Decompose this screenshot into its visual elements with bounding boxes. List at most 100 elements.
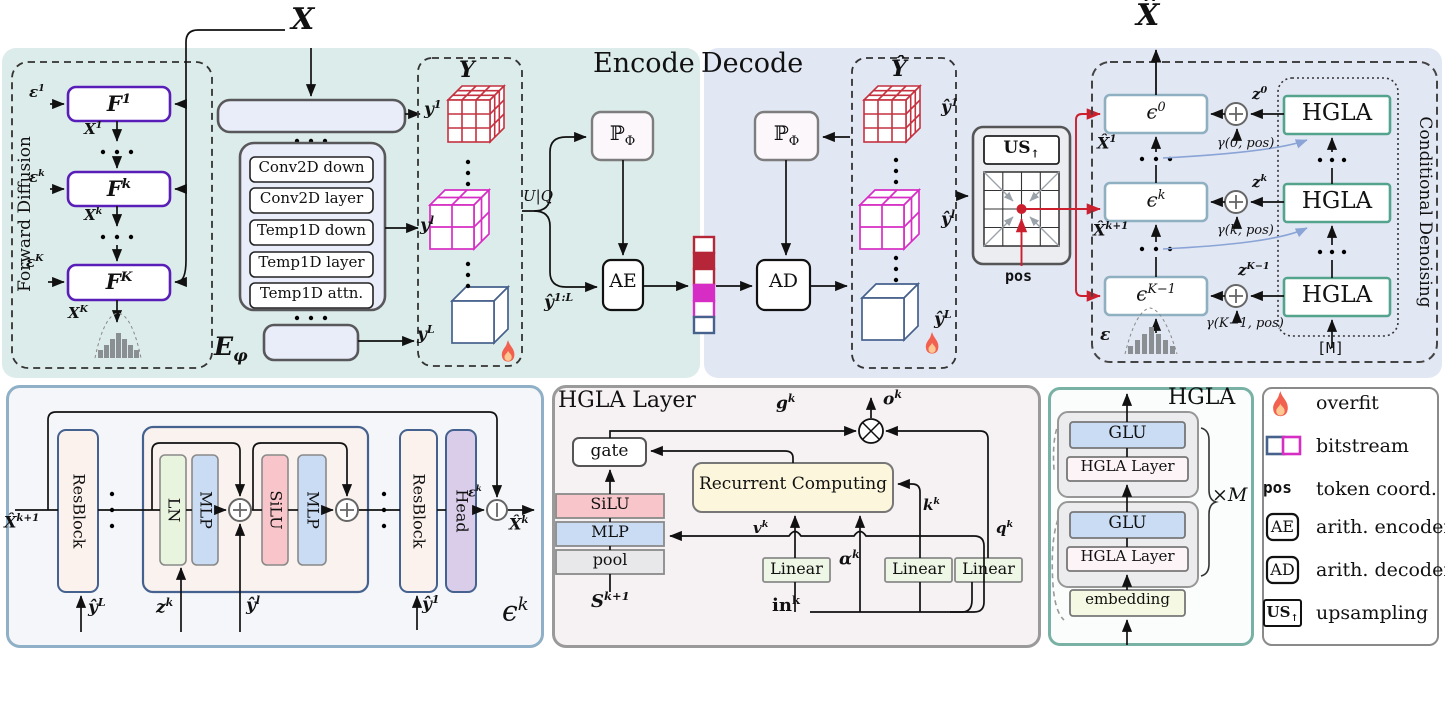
yl-label: yl bbox=[420, 214, 435, 236]
linear2-label: Linear bbox=[892, 559, 945, 578]
decode-title: Decode bbox=[701, 48, 804, 79]
legend-ae-icon: AE bbox=[1270, 517, 1295, 536]
noise-eps-label: ε bbox=[1100, 325, 1111, 345]
pos-label: pos bbox=[1005, 267, 1033, 285]
xk-label: Xk bbox=[84, 206, 103, 224]
epsk-box-label: ϵk bbox=[1146, 187, 1166, 212]
gate-box-label: gate bbox=[590, 441, 629, 461]
silu1-label: SiLU bbox=[266, 490, 286, 530]
op-temp1d-layer: Temp1D layer bbox=[258, 253, 365, 271]
ln-label: LN bbox=[164, 497, 184, 523]
eps1-label: ε1 bbox=[29, 83, 45, 101]
legend-arith-decoder-label: arith. decoder bbox=[1316, 559, 1445, 581]
ink-label: ink bbox=[772, 593, 800, 616]
f1-box-label: F1 bbox=[106, 91, 132, 116]
op-conv2d-layer: Conv2D layer bbox=[259, 189, 364, 207]
mask-token-label: [M] bbox=[1317, 339, 1345, 357]
legend-arith-encoder-label: arith. encoder bbox=[1316, 516, 1445, 538]
legend-us-icon: US↑ bbox=[1266, 603, 1299, 624]
encoder-ephi-label: Eφ bbox=[214, 332, 248, 365]
input-x-label: X bbox=[291, 2, 315, 37]
prob-model-encode-label: ℙΦ bbox=[609, 121, 636, 149]
fK-box-label: FK bbox=[105, 269, 133, 294]
epsk-label: εk bbox=[29, 168, 45, 186]
resblock1-label: ResBlock bbox=[69, 473, 89, 549]
gammak-label: γ(k, pos) bbox=[1217, 223, 1274, 238]
hl-pool-label: pool bbox=[592, 550, 628, 569]
legend-token-label: token coord. bbox=[1316, 478, 1437, 500]
yhat-stack-title: Ŷ bbox=[891, 56, 907, 82]
hgla-box2-label: HGLA bbox=[1301, 188, 1373, 214]
hgla-box1-label: HGLA bbox=[1301, 100, 1373, 126]
us-box-label: US↑ bbox=[1003, 138, 1040, 161]
x1-label: X1 bbox=[84, 120, 103, 138]
recurrent-computing-label: Recurrent Computing bbox=[698, 474, 888, 494]
state-label: Sk+1 bbox=[591, 589, 630, 612]
encode-title: Encode bbox=[593, 48, 695, 79]
legend-pos-icon: pos bbox=[1263, 478, 1292, 497]
hgla-layer2-label: HGLA Layer bbox=[1080, 547, 1175, 565]
epsK-label: εK bbox=[26, 253, 44, 271]
kk-label: kk bbox=[923, 496, 941, 514]
gammaK1-label: γ(K−1, pos) bbox=[1206, 316, 1284, 331]
yhat1L-label: ŷ1:L bbox=[544, 291, 574, 313]
epsnet-zk-label: zk bbox=[156, 596, 174, 618]
glu1-label: GLU bbox=[1108, 423, 1147, 443]
uq-label: U|Q bbox=[523, 187, 553, 205]
epsnet-input-label: X̂k+1 bbox=[4, 512, 40, 532]
zk-label: zk bbox=[1252, 173, 1268, 191]
alphak-label: αk bbox=[839, 548, 860, 570]
vk-label: vk bbox=[753, 519, 769, 537]
output-xhat-label: X̂ bbox=[1136, 0, 1160, 33]
ae-box-label: AE bbox=[609, 270, 637, 292]
head-label: Head bbox=[452, 489, 472, 533]
hl-silu-label: SiLU bbox=[590, 494, 630, 513]
hl-mlp-label: MLP bbox=[591, 522, 629, 541]
zK1-label: zK−1 bbox=[1238, 261, 1270, 279]
hgla-box3-label: HGLA bbox=[1301, 282, 1373, 308]
epsnet-yhatL-label: ŷL bbox=[88, 596, 106, 618]
legend-upsampling-label: upsampling bbox=[1316, 602, 1429, 624]
yL-label: yL bbox=[417, 323, 435, 345]
fk-box-label: Fk bbox=[106, 176, 132, 201]
mlp1-label: MLP bbox=[196, 491, 216, 529]
y1-label: y1 bbox=[424, 98, 442, 120]
prob-model-decode-label: ℙΦ bbox=[773, 121, 800, 149]
yhat1-label: ŷ1 bbox=[941, 96, 959, 118]
gk-label: gk bbox=[776, 392, 796, 414]
xhat1-label: X̂1 bbox=[1097, 133, 1117, 153]
epsK1-box-label: ϵK−1 bbox=[1136, 281, 1176, 306]
legend-ad-icon: AD bbox=[1270, 560, 1295, 579]
mlp2-label: MLP bbox=[303, 491, 323, 529]
y-stack-title: Y bbox=[459, 57, 475, 83]
yhatl-label: ŷl bbox=[941, 208, 956, 230]
gamma0-label: γ(0, pos) bbox=[1217, 136, 1275, 151]
epsnet-yhat1-label: ŷ1 bbox=[422, 593, 440, 615]
embedding-label: embedding bbox=[1085, 590, 1170, 608]
op-temp1d-down: Temp1D down bbox=[256, 221, 366, 239]
legend-overfit-label: overfit bbox=[1316, 392, 1379, 414]
ok-label: ok bbox=[883, 388, 902, 410]
times-M-label: ×M bbox=[1212, 484, 1248, 506]
yhatL-label: ŷL bbox=[934, 308, 952, 330]
eps0-box-label: ϵ0 bbox=[1146, 99, 1166, 124]
epsnet-title-label: ϵk bbox=[502, 594, 529, 628]
hgla-layer-title: HGLA Layer bbox=[558, 388, 696, 413]
ad-box-label: AD bbox=[769, 270, 798, 292]
hgla-stack-title: HGLA bbox=[1168, 385, 1236, 410]
xK-label: XK bbox=[68, 304, 88, 322]
glu2-label: GLU bbox=[1108, 513, 1147, 533]
linear3-label: Linear bbox=[962, 559, 1015, 578]
epsnet-epsk-small-label: εk bbox=[468, 483, 482, 501]
qk-label: qk bbox=[996, 519, 1014, 537]
z0-label: z0 bbox=[1252, 85, 1268, 103]
hgla-layer1-label: HGLA Layer bbox=[1080, 457, 1175, 475]
legend-bitstream-label: bitstream bbox=[1316, 435, 1409, 457]
xhatk1-label: X̂k+1 bbox=[1093, 220, 1129, 240]
resblock2-label: ResBlock bbox=[409, 473, 429, 549]
conditional-denoising-title: Conditional Denoising bbox=[1414, 116, 1435, 308]
linear1-label: Linear bbox=[770, 559, 823, 578]
op-temp1d-attn: Temp1D attn. bbox=[259, 284, 364, 302]
op-conv2d-down: Conv2D down bbox=[258, 158, 365, 176]
